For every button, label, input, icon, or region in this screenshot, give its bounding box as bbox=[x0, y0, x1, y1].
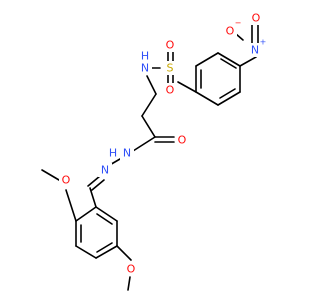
svg-text:O: O bbox=[127, 263, 136, 276]
svg-text:N: N bbox=[101, 164, 109, 177]
atom-o-methoxy-bottom: O bbox=[124, 262, 138, 276]
svg-text:O: O bbox=[166, 84, 175, 97]
propanamide-chain bbox=[132, 75, 175, 152]
atom-o-nitro: O bbox=[249, 11, 263, 25]
svg-text:S: S bbox=[167, 62, 174, 75]
nitrophenyl-ring bbox=[195, 52, 241, 106]
svg-text:O: O bbox=[178, 134, 187, 147]
svg-text:O: O bbox=[226, 25, 235, 38]
svg-text:−: − bbox=[235, 19, 242, 28]
molecule-structure: O − N + O S O O N H O N H N bbox=[41, 11, 267, 291]
svg-text:H: H bbox=[141, 50, 149, 63]
atom-nh-sulfonamide: N H bbox=[138, 50, 152, 75]
atom-o-methoxy-top: O bbox=[59, 173, 73, 187]
atom-o-sulfonyl-bottom: O bbox=[163, 83, 177, 97]
atom-o-sulfonyl-top: O bbox=[163, 38, 177, 52]
atom-nh-hydrazide: N H bbox=[109, 146, 134, 160]
atom-n-imine: N bbox=[98, 163, 112, 177]
svg-text:O: O bbox=[166, 39, 175, 52]
svg-text:O: O bbox=[252, 12, 261, 25]
svg-text:N: N bbox=[141, 62, 149, 75]
nitro-group bbox=[235, 21, 259, 67]
svg-text:H: H bbox=[109, 147, 117, 160]
atom-o-minus: O − bbox=[223, 19, 242, 38]
dimethoxyphenyl-ring bbox=[75, 206, 118, 259]
svg-text:N: N bbox=[251, 44, 259, 57]
svg-text:+: + bbox=[260, 38, 267, 47]
atom-n-plus: N + bbox=[248, 38, 267, 57]
atom-s: S bbox=[163, 61, 177, 75]
svg-text:N: N bbox=[123, 147, 131, 160]
methoxy-group-bottom bbox=[116, 245, 132, 291]
atom-o-carbonyl: O bbox=[175, 133, 189, 147]
svg-text:O: O bbox=[62, 174, 71, 187]
methoxy-group-top bbox=[41, 169, 77, 222]
